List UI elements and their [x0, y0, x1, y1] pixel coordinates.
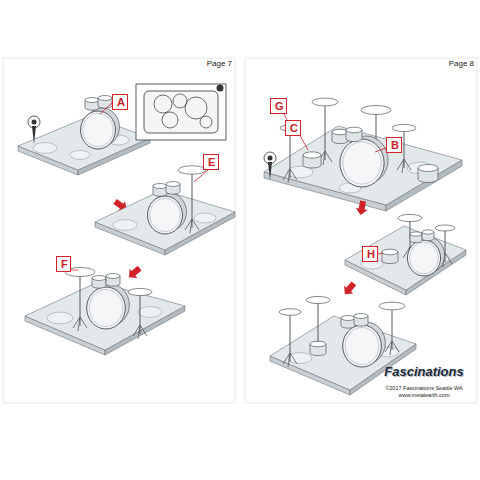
tom-drum	[418, 165, 438, 183]
bass-drum	[340, 136, 388, 187]
pliers-icon	[28, 116, 40, 144]
base-plate	[95, 190, 235, 255]
page-frame	[245, 58, 477, 403]
tom-drum	[346, 127, 362, 141]
bass-drum	[343, 322, 386, 367]
callout-letter: C	[285, 120, 301, 136]
callout-letter: G	[270, 98, 287, 114]
tom-drum	[166, 182, 180, 195]
tom-drum	[303, 152, 321, 168]
cymbal-stand	[306, 296, 330, 355]
copyright-note: ©2017 Fascinations Seattle WA	[385, 385, 463, 391]
tom-drum	[341, 316, 355, 329]
brand-logo: Fascinations	[384, 365, 463, 379]
website: www.metalearth.com	[398, 392, 449, 398]
tom-drum	[310, 341, 326, 355]
tom-drum	[153, 184, 167, 197]
bass-drum	[87, 284, 130, 329]
callout-letter: H	[362, 246, 378, 262]
cymbal-stand	[65, 268, 95, 332]
tom-drum	[382, 249, 398, 263]
tom-drum	[332, 129, 348, 143]
leader-line	[378, 253, 383, 254]
tom-drum	[410, 232, 422, 243]
page-frame	[3, 58, 235, 403]
callout-letter: E	[203, 154, 219, 170]
tom-drum	[422, 230, 434, 241]
leader-line	[375, 148, 386, 152]
bass-drum	[148, 193, 187, 234]
pliers-icon	[264, 152, 276, 180]
cymbal-stand	[178, 166, 206, 233]
leader-line	[100, 103, 112, 114]
callout-text: H	[367, 248, 373, 260]
tom-drum	[98, 96, 112, 109]
page-number: Page 7	[207, 60, 232, 69]
base-plate	[264, 126, 462, 211]
callout-letter: F	[56, 256, 71, 272]
tom-drum	[92, 276, 106, 289]
page-number: Page 8	[449, 60, 474, 69]
tom-drum	[354, 314, 368, 327]
base-plate	[25, 282, 185, 355]
callout-letter: B	[386, 137, 402, 153]
callout-text: E	[208, 156, 214, 168]
step-arrow	[340, 280, 358, 298]
callout-text: A	[117, 96, 123, 108]
callout-text: B	[391, 139, 397, 151]
step-arrow	[355, 200, 369, 216]
callout-text: C	[290, 122, 296, 134]
leader-line	[194, 170, 208, 182]
tom-drum	[85, 98, 99, 111]
step-arrow	[125, 264, 143, 282]
base-plate	[270, 316, 416, 395]
tom-drum	[106, 274, 120, 287]
callout-letter: A	[112, 94, 128, 110]
bass-drum	[81, 108, 120, 149]
cymbal-stand	[279, 309, 301, 367]
callout-text: G	[275, 100, 282, 112]
top-view-inset	[136, 84, 226, 140]
base-plate	[345, 226, 466, 295]
callout-text: F	[61, 258, 66, 270]
cymbal-stand	[392, 124, 416, 173]
cymbal-stand	[128, 288, 152, 339]
